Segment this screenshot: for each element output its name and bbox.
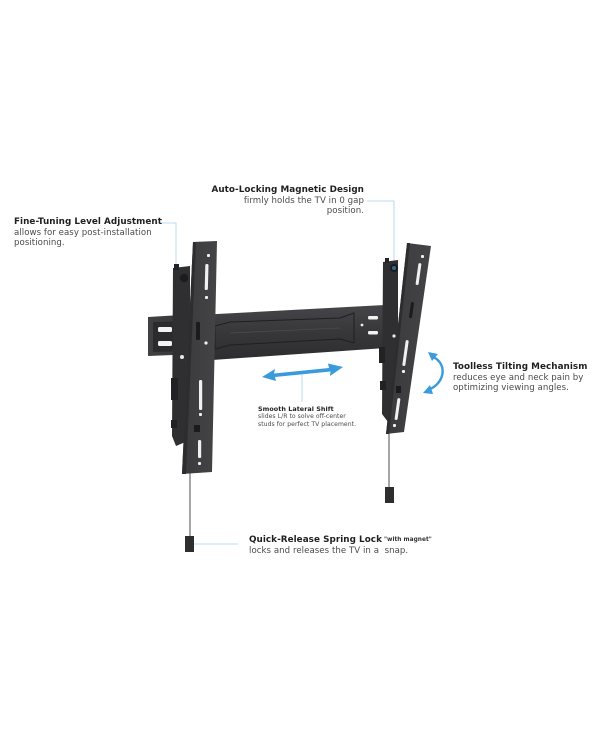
callout-note: "with magnet" — [383, 537, 432, 543]
callout-text: optimizing viewing angles. — [453, 383, 569, 394]
callout-title: Auto-Locking Magnetic Design — [211, 185, 364, 195]
tilt-arrow-icon — [423, 352, 444, 394]
right-bracket-arm — [379, 243, 431, 434]
callout-text: studs for perfect TV placement. — [258, 421, 357, 429]
callout-text: locks and releases the TV in a snap. — [249, 545, 409, 556]
lateral-shift-arrow-icon — [262, 363, 343, 381]
left-bracket-arm — [171, 241, 217, 474]
callout-title-row: Quick-Release Spring Lock"with magnet" — [249, 535, 459, 546]
callout-title: Smooth Lateral Shift — [258, 405, 334, 413]
right-spring-lock — [385, 432, 394, 503]
callout-text: position. — [326, 206, 364, 217]
callout-smooth-lateral-shift: Smooth Lateral Shift slides L/R to solve… — [258, 405, 378, 430]
left-spring-lock — [185, 472, 194, 552]
callout-text: allows for easy post-installation — [14, 227, 152, 238]
callout-text: reduces eye and neck pain by — [453, 372, 584, 383]
callout-text: positioning. — [14, 238, 65, 249]
callout-text: firmly holds the TV in 0 gap — [243, 195, 364, 206]
callout-auto-locking-magnetic-design: Auto-Locking Magnetic Design firmly hold… — [206, 185, 364, 217]
callout-title: Fine-Tuning Level Adjustment — [14, 217, 162, 227]
callout-text: slides L/R to solve off-center — [258, 413, 346, 421]
callout-fine-tuning-level-adjustment: Fine-Tuning Level Adjustment allows for … — [14, 217, 204, 249]
leader-lines — [155, 200, 395, 545]
callout-title: Toolless Tilting Mechanism — [453, 362, 588, 372]
callout-quick-release-spring-lock: Quick-Release Spring Lock"with magnet" l… — [249, 535, 459, 556]
horizontal-rail — [198, 305, 385, 361]
callout-toolless-tilting-mechanism: Toolless Tilting Mechanism reduces eye a… — [453, 362, 593, 394]
callout-title: Quick-Release Spring Lock — [249, 535, 382, 545]
